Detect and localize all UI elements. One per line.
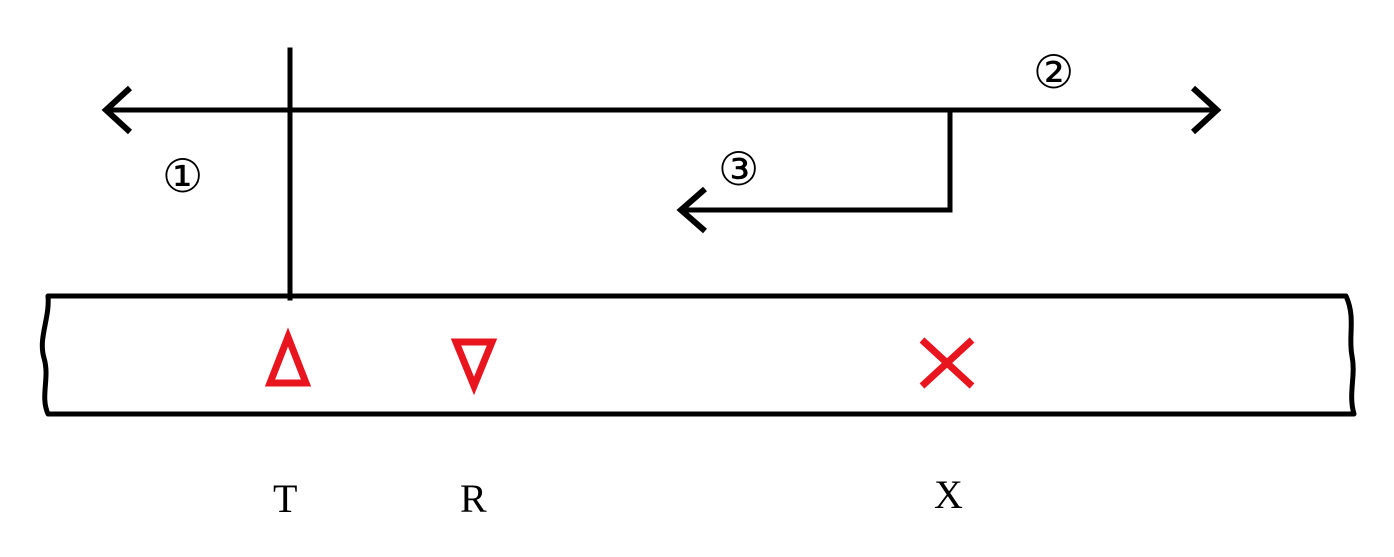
specimen-body bbox=[39, 293, 1357, 417]
arrow-label-1: ① bbox=[162, 149, 203, 203]
left-arrowhead-icon bbox=[101, 85, 133, 135]
cross-icon bbox=[919, 337, 975, 389]
transmitter-label: T bbox=[273, 476, 297, 521]
arrow-label-2: ② bbox=[1033, 45, 1074, 99]
down-triangle-icon bbox=[450, 338, 498, 396]
reflected-arrowhead-icon bbox=[676, 186, 707, 234]
reflected-path-line bbox=[682, 110, 953, 213]
up-triangle-icon bbox=[264, 327, 312, 387]
arrow-label-3: ③ bbox=[718, 142, 759, 196]
defect-label: X bbox=[934, 472, 963, 517]
right-arrowhead-icon bbox=[1190, 85, 1222, 135]
receiver-label: R bbox=[460, 476, 487, 521]
